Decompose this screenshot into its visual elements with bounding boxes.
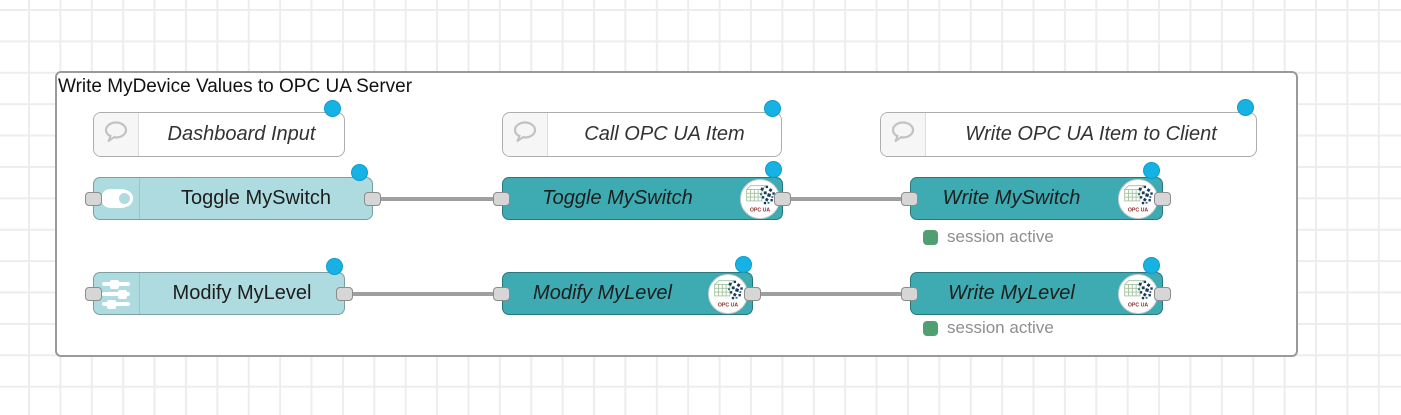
node-label: Write MyLevel (948, 282, 1075, 304)
changed-indicator (764, 100, 781, 117)
node-status-write-myswitch: session active (923, 227, 1054, 247)
comment-label: Write OPC UA Item to Client (965, 123, 1217, 145)
changed-indicator (765, 161, 782, 178)
node-label: Toggle MySwitch (542, 187, 693, 209)
input-port[interactable] (901, 287, 918, 301)
input-port[interactable] (493, 287, 510, 301)
sliders-icon (101, 279, 132, 309)
comment-icon (890, 120, 916, 149)
comment-icon (512, 120, 538, 149)
opcua-badge-text: OPC UA (718, 302, 739, 308)
group-title: Write MyDevice Values to OPC UA Server (58, 76, 413, 97)
output-port[interactable] (1154, 287, 1171, 301)
status-text: session active (947, 318, 1054, 337)
wire-toggle-row[interactable] (378, 197, 498, 201)
comment-node-dashboard-input[interactable]: Dashboard Input (93, 112, 345, 157)
changed-indicator (326, 258, 343, 275)
comment-icon (103, 120, 129, 149)
opcua-logo-badge: OPC UA (1118, 179, 1158, 219)
node-label: Modify MyLevel (533, 282, 672, 304)
output-port[interactable] (336, 287, 353, 301)
opcua-logo-badge: OPC UA (1118, 274, 1158, 314)
opcua-badge-text: OPC UA (1128, 207, 1149, 213)
input-port[interactable] (85, 192, 102, 206)
node-label: Write MySwitch (942, 187, 1081, 209)
output-port[interactable] (364, 192, 381, 206)
wire-toggle-row-2[interactable] (783, 197, 905, 201)
wire-level-row-2[interactable] (758, 292, 905, 296)
comment-node-call-opcua-item[interactable]: Call OPC UA Item (502, 112, 782, 157)
input-port[interactable] (901, 192, 918, 206)
node-toggle-myswitch-dashboard[interactable]: Toggle MySwitch (93, 177, 373, 220)
opcua-logo-badge: OPC UA (708, 274, 748, 314)
opcua-logo-badge: OPC UA (740, 179, 780, 219)
input-port[interactable] (493, 192, 510, 206)
changed-indicator (1143, 257, 1160, 274)
changed-indicator (324, 100, 341, 117)
changed-indicator (1237, 99, 1254, 116)
node-toggle-myswitch-opcua[interactable]: Toggle MySwitch (502, 177, 783, 220)
changed-indicator (735, 256, 752, 273)
comment-node-write-opcua-item[interactable]: Write OPC UA Item to Client (880, 112, 1257, 157)
status-text: session active (947, 227, 1054, 246)
node-label: Toggle MySwitch (180, 187, 332, 209)
toggle-switch-icon (100, 188, 133, 209)
changed-indicator (1143, 162, 1160, 179)
comment-label: Dashboard Input (167, 123, 316, 145)
output-port[interactable] (1154, 192, 1171, 206)
opcua-badge-text: OPC UA (1128, 302, 1149, 308)
wire-level-row[interactable] (350, 292, 497, 296)
comment-label: Call OPC UA Item (584, 123, 745, 145)
input-port[interactable] (85, 287, 102, 301)
status-dot-icon (923, 320, 938, 336)
status-dot-icon (923, 229, 938, 245)
output-port[interactable] (774, 192, 791, 206)
node-status-write-mylevel: session active (923, 318, 1054, 338)
node-label: Modify MyLevel (172, 282, 312, 304)
changed-indicator (351, 164, 368, 181)
output-port[interactable] (744, 287, 761, 301)
opcua-badge-text: OPC UA (750, 207, 771, 213)
node-modify-mylevel-dashboard[interactable]: Modify MyLevel (93, 272, 345, 315)
